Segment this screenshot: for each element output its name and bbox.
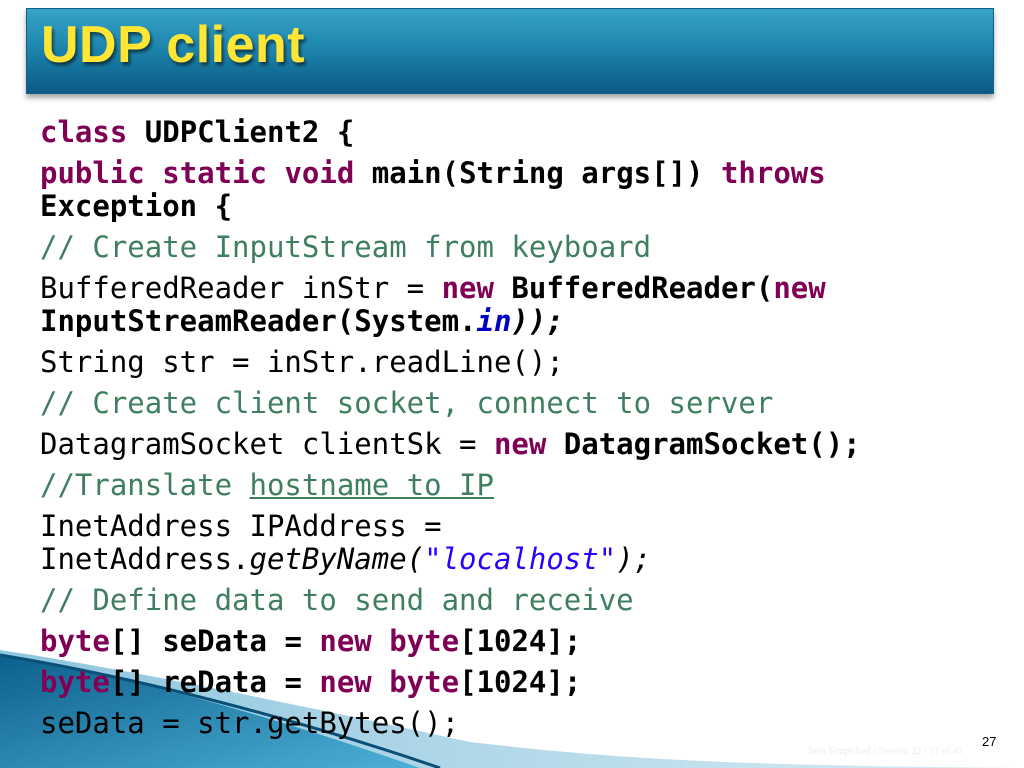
keyword: byte xyxy=(40,624,110,658)
keyword: void xyxy=(284,156,355,190)
static-field: in xyxy=(476,304,512,338)
code-text: String str = inStr.readLine(); xyxy=(40,345,564,379)
code-text: [1024]; xyxy=(459,624,582,658)
keyword: byte xyxy=(40,665,110,699)
code-text: seData = str.getBytes(); xyxy=(40,706,460,740)
keyword: new xyxy=(773,271,826,305)
code-line: Exception { xyxy=(40,188,990,224)
code-line: // Define data to send and receive xyxy=(40,582,990,618)
code-line: class UDPClient2 { xyxy=(40,114,990,150)
code-line: // Create InputStream from keyboard xyxy=(40,229,990,265)
code-line: InputStreamReader(System.in)); xyxy=(40,303,990,339)
code-line: public static void main(String args[]) t… xyxy=(40,155,990,191)
keyword: public xyxy=(40,156,145,190)
code-line: String str = inStr.readLine(); xyxy=(40,344,990,380)
keyword: new xyxy=(319,665,372,699)
keyword: new xyxy=(441,271,494,305)
code-text: InetAddress. xyxy=(40,542,250,576)
code-comment: // Create InputStream from keyboard xyxy=(40,230,652,264)
code-line: BufferedReader inStr = new BufferedReade… xyxy=(40,270,990,306)
keyword: throws xyxy=(720,156,826,190)
method-call: getByName( xyxy=(249,542,425,576)
code-line: // Create client socket, connect to serv… xyxy=(40,385,990,421)
code-text: UDPClient2 { xyxy=(127,115,355,149)
code-text: [] seData = xyxy=(109,624,320,658)
code-comment: //Translate xyxy=(40,468,250,502)
code-text: InetAddress IPAddress = xyxy=(40,509,442,543)
code-text xyxy=(372,665,389,699)
code-line: InetAddress.getByName("localhost"); xyxy=(40,541,990,577)
title-bar: UDP client xyxy=(26,8,994,94)
code-line: byte[] reData = new byte[1024]; xyxy=(40,664,990,700)
code-text: )); xyxy=(511,304,564,338)
code-text: DatagramSocket(); xyxy=(546,427,861,461)
slide-title: UDP client xyxy=(41,16,306,74)
keyword: class xyxy=(40,115,128,149)
code-line: DatagramSocket clientSk = new DatagramSo… xyxy=(40,426,990,462)
slide-footer: Java Simplified / Session 22 / 27 of 45 xyxy=(808,746,963,757)
code-text: main(String args[]) xyxy=(354,156,721,190)
keyword: new xyxy=(319,624,372,658)
code-line: InetAddress IPAddress = xyxy=(40,508,990,544)
code-text xyxy=(372,624,389,658)
keyword: static xyxy=(162,156,267,190)
code-text: ); xyxy=(616,542,652,576)
code-block: class UDPClient2 { public static void ma… xyxy=(40,114,990,741)
code-line: //Translate hostname to IP xyxy=(40,467,990,503)
code-line: byte[] seData = new byte[1024]; xyxy=(40,623,990,659)
code-comment: // Define data to send and receive xyxy=(40,583,634,617)
keyword: byte xyxy=(389,624,460,658)
code-text: BufferedReader inStr = xyxy=(40,271,442,305)
keyword: byte xyxy=(389,665,460,699)
code-text: DatagramSocket clientSk = xyxy=(40,427,494,461)
code-text: Exception { xyxy=(40,189,233,223)
code-text: [1024]; xyxy=(459,665,582,699)
code-line: seData = str.getBytes(); xyxy=(40,705,990,741)
code-comment: // Create client socket, connect to serv… xyxy=(40,386,774,420)
code-text: [] reData = xyxy=(109,665,320,699)
code-text: BufferedReader( xyxy=(493,271,774,305)
string-literal: "localhost" xyxy=(424,542,617,576)
page-number: 27 xyxy=(982,734,997,749)
keyword: new xyxy=(493,427,547,461)
hostname-link[interactable]: hostname to IP xyxy=(249,468,494,502)
code-text: InputStreamReader(System. xyxy=(40,304,477,338)
